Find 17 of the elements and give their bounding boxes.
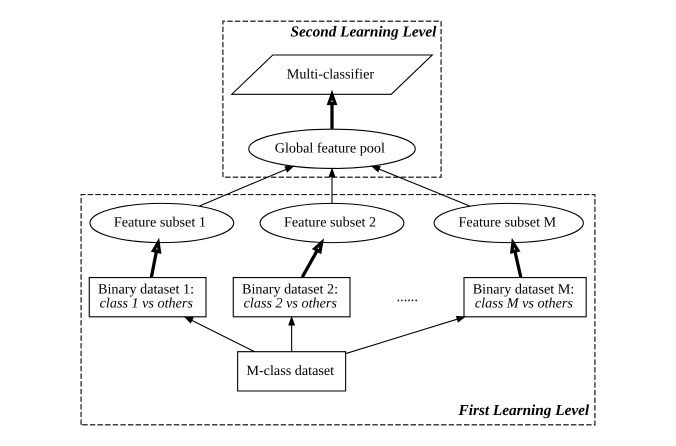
label: ...... [396, 288, 418, 305]
node-box: Binary dataset 2: class 2 vs others [232, 277, 351, 318]
arrow [346, 316, 466, 354]
node-box: M-class dataset [237, 351, 346, 392]
node-box: Binary dataset M: class M vs others [463, 277, 587, 318]
arrow [300, 238, 324, 278]
arrow [150, 238, 162, 278]
node-ellipse: Feature subset 2 [260, 202, 404, 244]
arrow [328, 167, 336, 203]
arrow [183, 316, 254, 352]
node-ellipse: Global feature pool [248, 128, 416, 169]
node-box: Binary dataset 1: class 1 vs others [88, 277, 207, 318]
arrow [510, 238, 522, 278]
node-ellipse: Feature subset M [434, 202, 584, 244]
arrow [288, 316, 296, 352]
arrow [326, 90, 338, 129]
node-ellipse: Feature subset 1 [89, 202, 234, 244]
